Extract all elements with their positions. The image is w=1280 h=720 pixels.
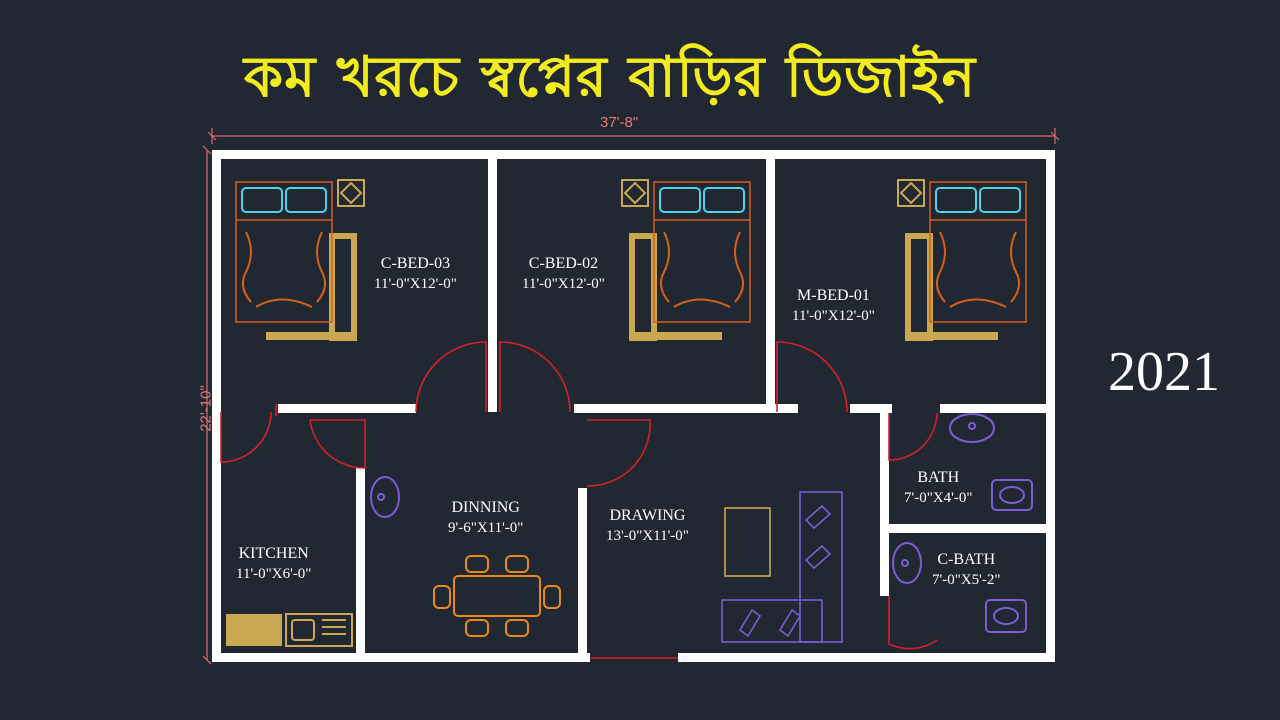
kitchen-counter — [226, 613, 353, 647]
room-label-dinning: DINNING 9'-6"X11'-0" — [448, 498, 523, 538]
year-label: 2021 — [1108, 341, 1220, 403]
room-size: 11'-0"X12'-0" — [522, 276, 605, 292]
dimension-lines — [202, 128, 1060, 665]
nightstand-icon — [337, 179, 365, 207]
room-label-kitchen: KITCHEN 11'-0"X6'-0" — [236, 544, 311, 584]
bed-cbed03 — [235, 181, 357, 341]
room-label-mbed01: M-BED-01 11'-0"X12'-0" — [792, 286, 875, 326]
room-size: 9'-6"X11'-0" — [448, 520, 524, 536]
room-size: 11'-0"X12'-0" — [792, 308, 875, 324]
doors — [220, 341, 938, 659]
height-dimension: 22'-10" — [197, 385, 215, 432]
room-name: DINNING — [451, 499, 520, 516]
room-label-bath: BATH 7'-0"X4'-0" — [904, 468, 972, 508]
room-size: 13'-0"X11'-0" — [606, 528, 689, 544]
room-size: 7'-0"X5'-2" — [932, 572, 1001, 588]
bed-cbed02 — [629, 181, 751, 341]
bed-mbed01 — [905, 181, 1027, 341]
bath-fixtures — [892, 413, 1033, 633]
room-label-cbath: C-BATH 7'-0"X5'-2" — [932, 550, 1000, 590]
room-size: 11'-0"X12'-0" — [374, 276, 457, 292]
dining-table — [433, 555, 561, 637]
room-label-cbed02: C-BED-02 11'-0"X12'-0" — [522, 254, 605, 294]
room-size: 7'-0"X4'-0" — [904, 490, 973, 506]
room-size: 11'-0"X6'-0" — [236, 566, 312, 582]
width-dimension: 37'-8" — [600, 114, 639, 131]
washbasin-icon — [370, 476, 400, 518]
room-name: M-BED-01 — [797, 287, 870, 304]
room-name: DRAWING — [609, 507, 686, 524]
room-name: KITCHEN — [238, 545, 309, 562]
nightstand-icon — [897, 179, 925, 207]
page-title: কম খরচে স্বপ্নের বাড়ির ডিজাইন — [243, 45, 977, 110]
room-name: C-BATH — [937, 551, 996, 568]
nightstand-icon — [621, 179, 649, 207]
room-name: C-BED-02 — [528, 255, 599, 272]
drawing-furniture — [721, 491, 843, 643]
room-name: BATH — [917, 469, 960, 486]
walls — [212, 150, 1055, 662]
room-name: C-BED-03 — [380, 255, 451, 272]
room-label-cbed03: C-BED-03 11'-0"X12'-0" — [374, 254, 457, 294]
room-label-drawing: DRAWING 13'-0"X11'-0" — [606, 506, 689, 546]
